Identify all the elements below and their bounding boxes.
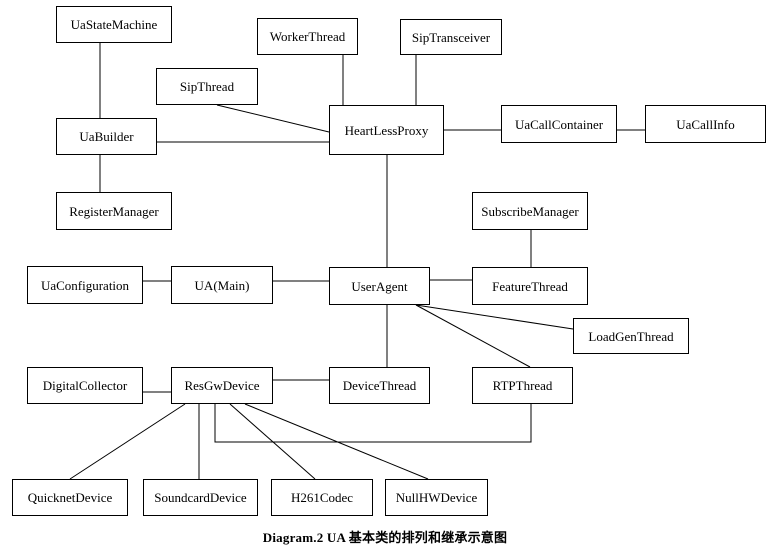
class-box-label: LoadGenThread [588, 328, 674, 344]
class-box-ua-state-machine: UaStateMachine [56, 6, 172, 43]
class-box-label: DigitalCollector [42, 378, 128, 393]
class-box-feature-thread: FeatureThread [472, 267, 588, 305]
class-box-label: NullHWDevice [395, 490, 478, 505]
class-box-worker-thread: WorkerThread [257, 18, 358, 55]
class-box-res-gw-device: ResGwDevice [171, 367, 273, 404]
class-box-sip-transceiver: SipTransceiver [400, 19, 502, 55]
class-box-label: H261Codec [290, 490, 354, 505]
class-box-null-hw-device: NullHWDevice [385, 479, 488, 516]
edge-user-agent--rtp-thread [415, 304, 531, 368]
class-box-quicknet-device: QuicknetDevice [12, 479, 128, 516]
class-box-label: HeartLessProxy [344, 122, 429, 138]
diagram-caption: Diagram.2 UA 基本类的排列和继承示意图 [262, 530, 508, 545]
class-box-ua-call-container: UaCallContainer [501, 105, 617, 143]
class-box-user-agent: UserAgent [329, 267, 430, 305]
class-box-label: UserAgent [351, 278, 408, 294]
class-box-subscribe-manager: SubscribeManager [472, 192, 588, 230]
edge-sip-thread--heartless-proxy [216, 104, 330, 133]
class-box-label: UaCallInfo [676, 116, 735, 132]
class-box-device-thread: DeviceThread [329, 367, 430, 404]
class-box-label: UaBuilder [79, 129, 134, 144]
class-box-load-gen-thread: LoadGenThread [573, 318, 689, 354]
class-box-label: ResGwDevice [184, 378, 260, 393]
class-box-label: QuicknetDevice [27, 490, 113, 505]
class-box-soundcard-device: SoundcardDevice [143, 479, 258, 516]
class-box-label: RegisterManager [69, 203, 159, 219]
class-box-ua-main: UA(Main) [171, 266, 273, 304]
class-box-label: UaStateMachine [70, 17, 158, 32]
class-box-sip-thread: SipThread [156, 68, 258, 105]
class-box-h261-codec: H261Codec [271, 479, 373, 516]
edge-res-gw-device--rtp-thread [214, 404, 532, 443]
class-box-label: UaCallContainer [514, 116, 604, 132]
class-box-rtp-thread: RTPThread [472, 367, 573, 404]
edge-user-agent--load-gen-thread [415, 304, 574, 330]
class-box-digital-collector: DigitalCollector [27, 367, 143, 404]
class-box-label: SubscribeManager [481, 203, 579, 219]
class-box-label: SipThread [179, 79, 235, 94]
class-box-register-manager: RegisterManager [56, 192, 172, 230]
class-box-label: UaConfiguration [40, 277, 130, 293]
class-box-ua-call-info: UaCallInfo [645, 105, 766, 143]
class-box-ua-configuration: UaConfiguration [27, 266, 143, 304]
class-box-label: DeviceThread [342, 378, 417, 393]
class-box-label: SipTransceiver [411, 29, 491, 45]
class-box-label: WorkerThread [269, 29, 346, 44]
class-box-label: SoundcardDevice [154, 490, 247, 505]
class-box-ua-builder: UaBuilder [56, 118, 157, 155]
class-box-label: FeatureThread [492, 278, 568, 294]
edge-res-gw-device--quicknet-device [69, 403, 186, 480]
class-box-label: UA(Main) [194, 277, 250, 293]
class-box-heartless-proxy: HeartLessProxy [329, 105, 444, 155]
class-box-label: RTPThread [492, 378, 553, 393]
